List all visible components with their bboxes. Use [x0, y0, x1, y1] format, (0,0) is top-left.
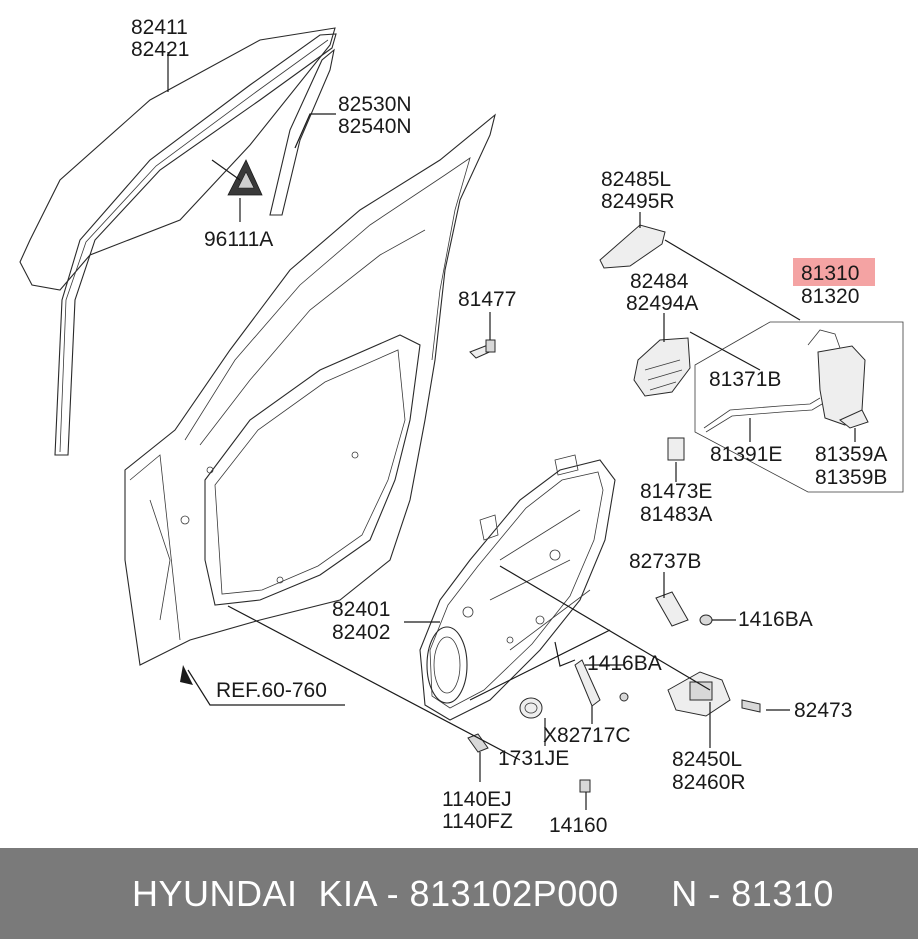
grommet-1731JE: [519, 697, 543, 719]
regulator-motor: [667, 671, 731, 717]
door-panel-shell: [124, 113, 496, 666]
label-1140EJ: 1140EJ: [442, 788, 512, 811]
label-82737B: 82737B: [629, 550, 701, 573]
label-82401: 82401: [332, 598, 390, 621]
label-1416BA-lower: 1416BA: [587, 652, 662, 675]
bolt-82473: [741, 699, 761, 713]
highlight-81310: [793, 258, 875, 286]
label-82484: 82484: [630, 270, 689, 293]
label-81371B: 81371B: [709, 368, 781, 391]
bracket-X82717C: [574, 659, 601, 707]
mirror-patch: [227, 159, 263, 196]
footer-caption: HYUNDAI KIA - 813102P000 N - 81310: [132, 873, 834, 915]
label-14160: 14160: [549, 814, 607, 837]
label-82494A: 82494A: [626, 292, 698, 315]
label-81320: 81320: [801, 285, 859, 308]
latch-cover-82484: [633, 337, 691, 397]
door-parts-diagram: 82411 82421 82530N 82540N 96111A 81477 8…: [19, 16, 904, 837]
label-81483A: 81483A: [640, 503, 712, 526]
label-81391E: 81391E: [710, 443, 782, 466]
label-82485L: 82485L: [601, 168, 671, 191]
label-X82717C: X82717C: [543, 724, 631, 747]
footer-spacer: [619, 873, 672, 914]
label-82421: 82421: [131, 38, 189, 61]
label-82540N: 82540N: [338, 115, 412, 138]
label-81473E: 81473E: [640, 480, 712, 503]
bolt-1140EJ: [467, 733, 489, 753]
label-1416BA-upper: 1416BA: [738, 608, 813, 631]
latch-assembly-box: [694, 321, 904, 493]
part-labels: 82411 82421 82530N 82540N 96111A 81477 8…: [131, 16, 887, 837]
label-81359A: 81359A: [815, 443, 887, 466]
label-81477: 81477: [458, 288, 516, 311]
bolt-81477: [469, 339, 496, 359]
label-82473: 82473: [794, 699, 852, 722]
footer-bar: HYUNDAI KIA - 813102P000 N - 81310: [0, 848, 918, 939]
clip-81473E: [667, 437, 685, 461]
label-81359B: 81359B: [815, 466, 887, 489]
footer-part-number: N - 81310: [671, 872, 834, 914]
bracket-82737B: [655, 591, 689, 627]
door-glass: [19, 27, 336, 291]
label-1731JE: 1731JE: [498, 747, 569, 770]
label-82402: 82402: [332, 621, 390, 644]
label-82411: 82411: [131, 16, 188, 39]
window-regulator-module: [419, 454, 616, 721]
glass-run-channel: [54, 33, 337, 456]
bolt-1416BA-lower: [619, 692, 629, 702]
label-1140FZ: 1140FZ: [442, 810, 513, 833]
bolt-1416BA-upper: [699, 614, 713, 626]
footer-brand: HYUNDAI KIA - 813102P000: [132, 872, 619, 914]
label-ref-60-760: REF.60-760: [216, 679, 327, 702]
label-96111A: 96111A: [204, 228, 273, 251]
label-81310: 81310: [801, 262, 859, 285]
label-82495R: 82495R: [601, 190, 675, 213]
label-82450L: 82450L: [672, 748, 742, 771]
label-82530N: 82530N: [338, 93, 412, 116]
label-82460R: 82460R: [672, 771, 746, 794]
leader-lines: [167, 52, 856, 810]
screw-14160: [579, 779, 591, 793]
door-check-82485L: [599, 224, 666, 269]
